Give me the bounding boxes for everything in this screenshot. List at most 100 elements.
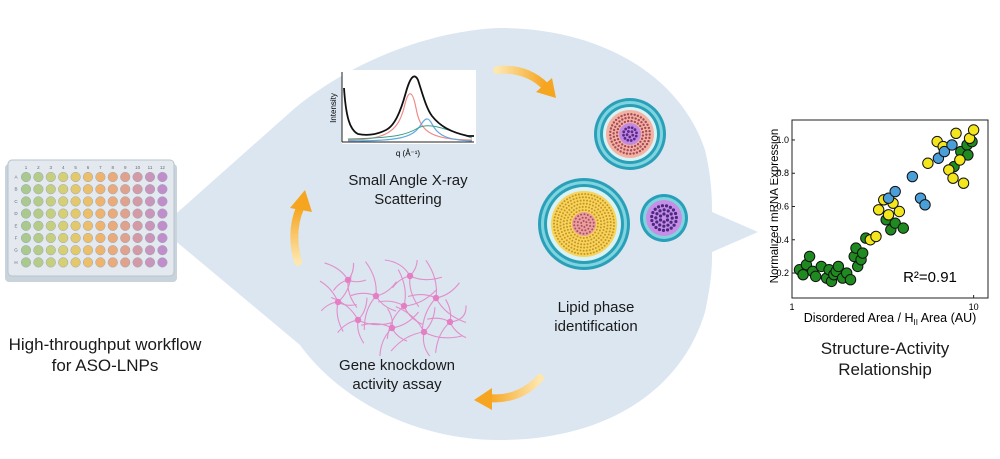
- lipid-dot: [563, 200, 566, 203]
- lipid-particle-large: [538, 178, 630, 270]
- lipid-dot: [565, 239, 568, 242]
- lipid-dot: [603, 244, 606, 247]
- lipid-dot: [633, 148, 636, 151]
- plate-column-label: 5: [74, 165, 77, 170]
- lipid-dot: [572, 236, 575, 239]
- scatter-point-blue: [919, 199, 931, 211]
- lipid-dot: [600, 223, 603, 226]
- plate-well: [95, 196, 106, 207]
- plate-well: [82, 184, 94, 195]
- lipid-dot: [642, 123, 645, 127]
- lipid-dot: [565, 222, 568, 225]
- lipid-dot: [576, 230, 579, 233]
- lipid-dot: [607, 211, 610, 214]
- lipid-dot: [645, 142, 649, 146]
- lipid-dot: [597, 204, 600, 207]
- neuron-network: [319, 259, 467, 357]
- lipid-dot: [654, 216, 658, 220]
- plate-caption: High-throughput workflow for ASO-LNPs: [0, 334, 210, 376]
- lipid-dot: [644, 129, 648, 133]
- lipid-dot: [557, 214, 560, 217]
- lipid-dot: [605, 230, 608, 233]
- lipid-dot: [670, 216, 674, 220]
- lipid-dot: [589, 245, 592, 248]
- lipid-dot: [590, 238, 593, 241]
- lipid-dot: [658, 218, 663, 222]
- lipid-dot: [606, 218, 609, 221]
- plate-well: [45, 232, 56, 244]
- lipid-dot: [564, 232, 567, 235]
- lipid-particle-small: [640, 194, 688, 242]
- lipid-dot: [593, 209, 596, 212]
- lipid-dot: [655, 220, 659, 224]
- lipid-dot: [601, 204, 604, 207]
- lipid-dot: [597, 245, 600, 248]
- lipid-dot: [669, 212, 673, 216]
- neuron-soma: [344, 276, 352, 284]
- lipid-dot: [577, 252, 580, 255]
- lipid-dot: [620, 122, 624, 125]
- plate-well: [144, 232, 156, 244]
- neuron-dendrite: [324, 262, 349, 281]
- plate-well: [20, 184, 32, 195]
- lipid-dot: [612, 143, 615, 146]
- y-tick-label: 0.6: [776, 202, 789, 212]
- lipid-dot: [568, 196, 571, 199]
- plate-column-label: 4: [62, 165, 65, 170]
- lipid-dot: [560, 208, 563, 211]
- lipid-dot: [636, 143, 640, 146]
- lipid-dot: [582, 199, 585, 202]
- plate-well: [144, 245, 156, 256]
- scatter-point-green: [856, 247, 869, 259]
- scatter-point-yellow: [967, 124, 980, 136]
- lipid-dot: [627, 145, 630, 149]
- lipid-dot: [562, 245, 565, 248]
- lipid-dot: [630, 130, 634, 134]
- neuron-soma: [432, 294, 440, 302]
- lipid-dot: [558, 232, 561, 235]
- neuron-soma: [400, 302, 408, 310]
- plate-well: [33, 196, 44, 207]
- lipid-dot: [589, 215, 592, 218]
- lipid-dot: [639, 145, 642, 148]
- lipid-dot: [559, 221, 562, 224]
- plate-well: [33, 232, 44, 244]
- lipid-dot: [580, 224, 583, 227]
- lipid-dot: [555, 235, 558, 238]
- lipid-dot: [573, 244, 576, 247]
- lipid-dot: [636, 122, 639, 125]
- lipid-dot: [657, 227, 662, 232]
- lipid-dot: [606, 236, 609, 239]
- neuron-soma: [334, 298, 342, 306]
- scatter-point-green: [962, 149, 974, 161]
- lipid-dot: [615, 131, 619, 134]
- lipid-dot: [574, 194, 577, 197]
- lipid-dot: [590, 193, 593, 196]
- lipid-dot: [609, 237, 612, 240]
- neuron-dendrite: [423, 307, 436, 333]
- lipid-dot: [623, 136, 627, 140]
- lipid-dot: [631, 116, 634, 119]
- lipid-dot: [570, 234, 573, 237]
- lipid-dot: [671, 208, 676, 212]
- lipid-dot: [589, 252, 592, 255]
- scatter-point-green: [809, 270, 822, 283]
- lipid-dot: [570, 250, 573, 253]
- lipid-dot: [656, 205, 661, 209]
- lipid-dot: [612, 218, 615, 221]
- lipid-dot: [602, 241, 605, 244]
- lipid-dot: [592, 251, 595, 254]
- lipid-dot: [556, 220, 559, 223]
- lipid-dot: [573, 204, 576, 207]
- plate-well: [132, 220, 143, 231]
- neuron-dendrite: [365, 261, 377, 297]
- neuron-dendrite: [425, 260, 437, 299]
- lipid-dot: [618, 120, 621, 123]
- lipid-dot: [629, 139, 633, 142]
- lipid-dot: [581, 240, 584, 243]
- lipid-dot: [570, 211, 573, 214]
- lipid-dot: [668, 205, 672, 209]
- plate-well: [70, 208, 81, 219]
- plate-well: [107, 196, 118, 207]
